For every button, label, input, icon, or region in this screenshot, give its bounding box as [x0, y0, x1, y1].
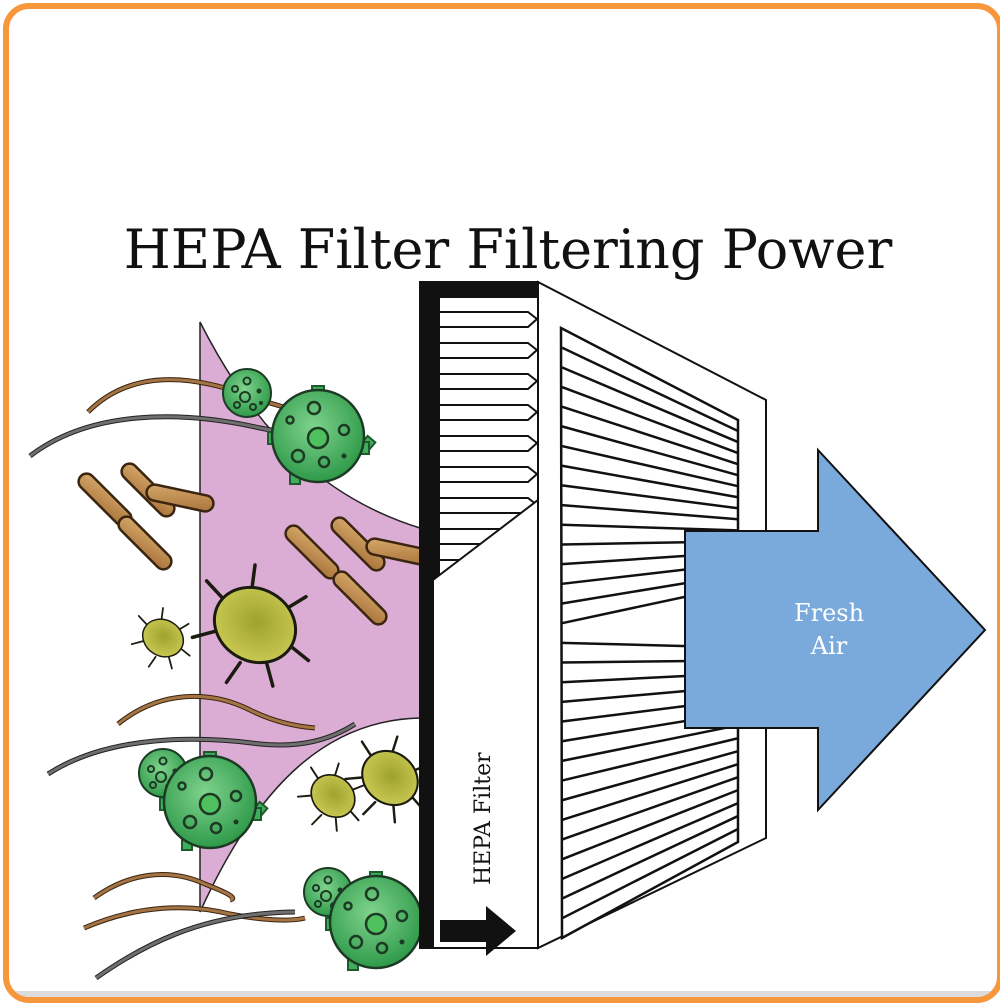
pleat-line [561, 405, 739, 466]
pleat-line [561, 763, 739, 822]
fresh-air-arrow: Fresh Air [684, 447, 987, 813]
right-arrow-icon [440, 906, 516, 956]
pleat-line [561, 425, 739, 477]
front-pleat [440, 404, 539, 421]
fresh-air-label-line2: Air [810, 632, 848, 660]
hair-strands [28, 377, 357, 981]
pleat-line [561, 346, 739, 433]
diagram-title: HEPA Filter Filtering Power [124, 218, 893, 281]
pleat-line [561, 444, 739, 488]
pleat-line [561, 827, 739, 920]
front-pleat [440, 466, 539, 483]
pleat-line [561, 775, 739, 841]
pollen-icon [222, 368, 272, 418]
front-pleat [440, 435, 539, 452]
pleat-line [561, 801, 739, 881]
pleat-line [561, 788, 739, 861]
front-pleat [440, 342, 539, 359]
bottom-strip [9, 991, 997, 997]
filter-label: HEPA Filter [471, 752, 496, 885]
pleat-line [561, 484, 739, 510]
pleat-line [561, 464, 739, 499]
dust-mite-icon [118, 598, 205, 683]
hepa-filter: HEPA Filter [419, 280, 767, 956]
fresh-air-label-line1: Fresh [794, 599, 864, 627]
bacteria-rod-icon [114, 512, 176, 574]
pleat-line [561, 737, 739, 782]
pleat-line [561, 814, 739, 900]
pleat-line [561, 523, 739, 532]
pleat-line [561, 503, 739, 521]
pleat-line [561, 724, 739, 763]
front-pleat [440, 311, 539, 328]
pleat-line [561, 366, 739, 444]
pleat-line [561, 750, 739, 802]
front-pleat [440, 373, 539, 390]
pleat-line [561, 385, 739, 455]
